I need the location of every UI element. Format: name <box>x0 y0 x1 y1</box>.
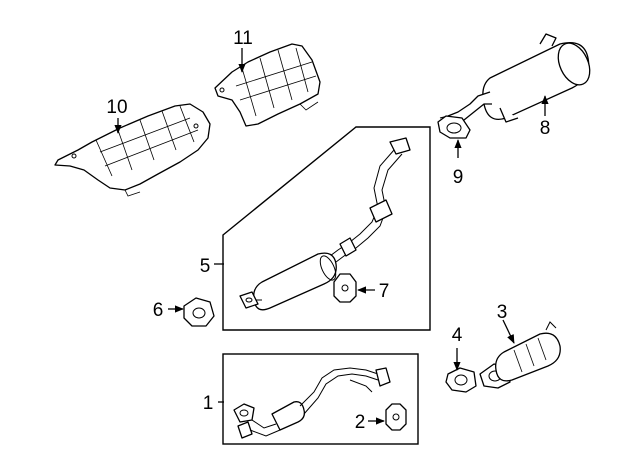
catalytic-converter <box>479 321 561 389</box>
callout-3: 3 <box>497 302 508 323</box>
callout-2: 2 <box>355 412 366 433</box>
flange-gasket-left <box>183 297 215 327</box>
callout-5: 5 <box>200 256 211 277</box>
center-pipe-box <box>222 126 431 331</box>
callout-10: 10 <box>106 97 127 118</box>
rear-muffler <box>439 33 591 125</box>
callout-leaders <box>114 48 549 425</box>
converter-gasket <box>445 367 477 393</box>
callout-labels: 10 11 8 9 5 7 6 1 2 4 3 <box>106 28 550 433</box>
callout-8: 8 <box>540 118 551 139</box>
callout-4: 4 <box>452 325 463 346</box>
heat-shield-rear <box>214 43 321 127</box>
callout-7: 7 <box>379 281 390 302</box>
heat-shield-front <box>54 103 211 197</box>
front-pipe-box <box>222 353 419 445</box>
muffler-gasket <box>437 115 471 139</box>
callout-11: 11 <box>233 28 253 49</box>
callout-1: 1 <box>203 393 214 414</box>
exhaust-hanger-upper <box>333 273 357 303</box>
callout-9: 9 <box>453 167 464 188</box>
exhaust-hanger-lower <box>385 403 407 431</box>
callout-6: 6 <box>153 300 164 321</box>
